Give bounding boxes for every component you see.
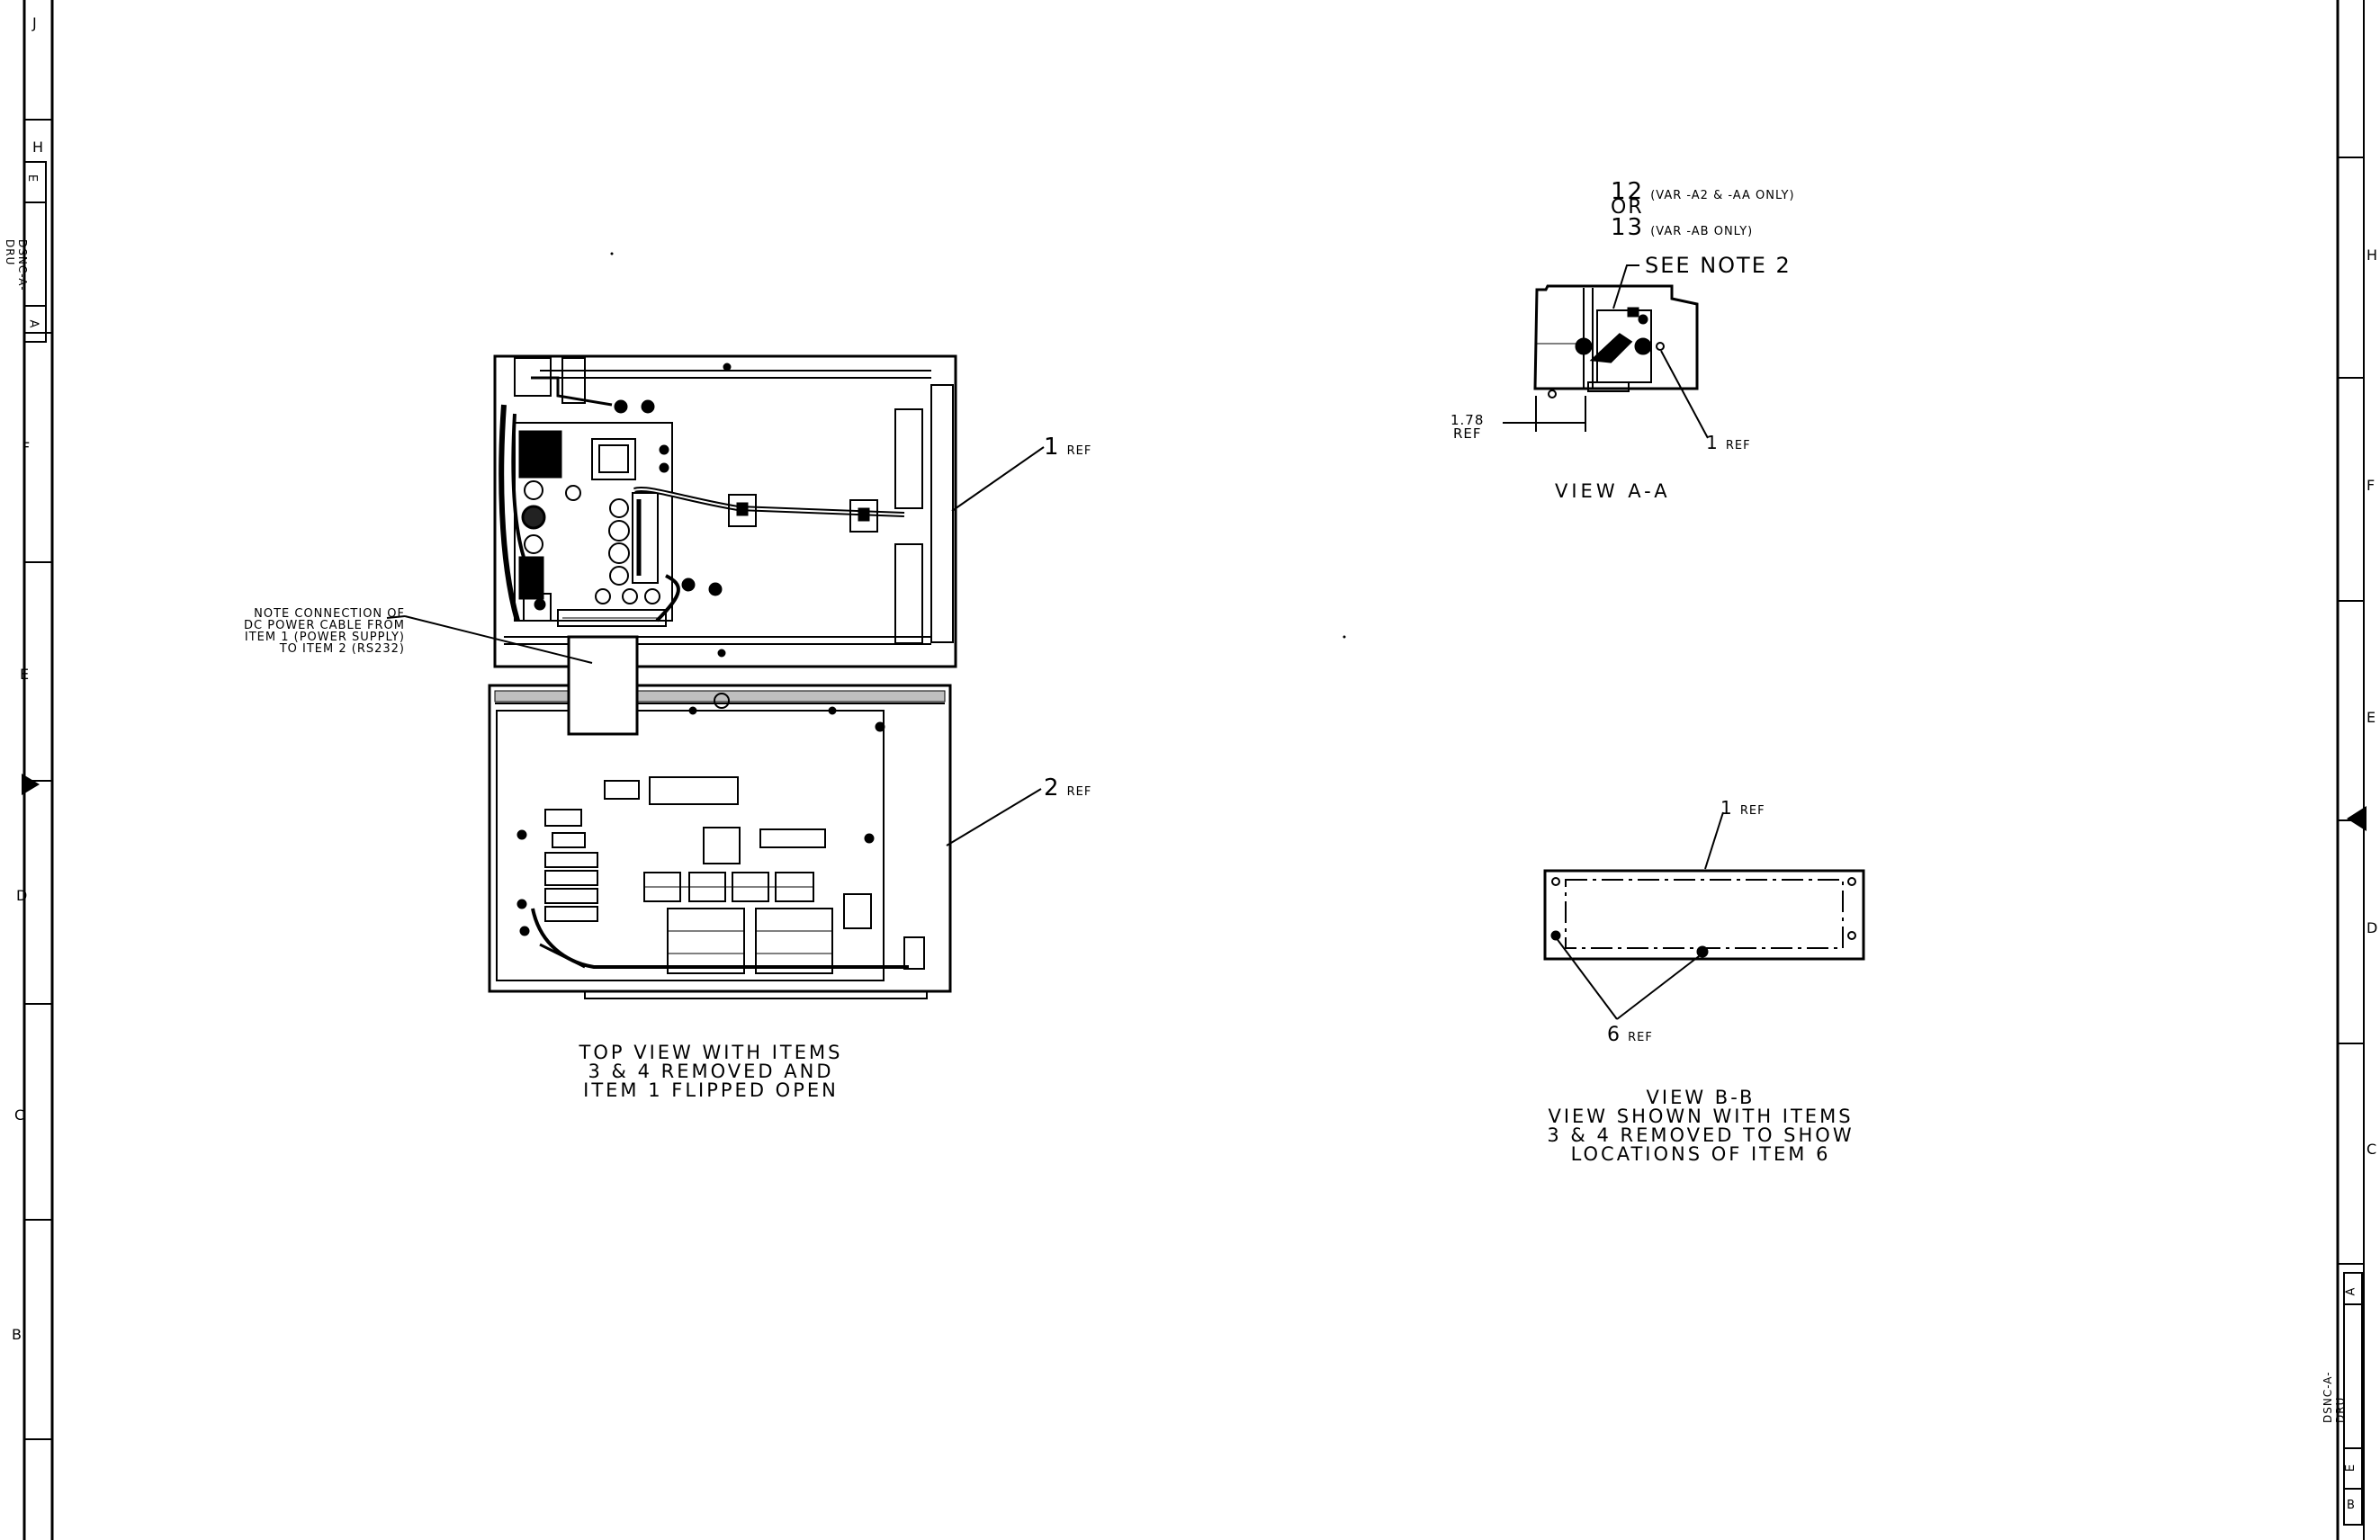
note-line: NOTE CONNECTION OF [254,607,405,621]
view-aa-ref-1-number: 1 [1706,432,1720,453]
view-bb-figure [1543,869,1865,961]
right-center-arrow [2347,806,2367,831]
or-label: OR [1611,196,1644,219]
item-13-callout: 13 (VAR -AB ONLY) [1611,216,1753,239]
caption-line: 3 & 4 REMOVED AND [588,1061,834,1082]
right-zone-letter: F [2367,477,2376,494]
ref-2-number: 2 [1044,774,1061,801]
left-zone-letter: F [22,439,31,456]
dimension-value: 1.78 [1450,412,1485,428]
power-cable-note: NOTE CONNECTION OF DC POWER CABLE FROM I… [153,608,405,655]
view-bb-ref-1-number: 1 [1720,797,1734,819]
caption-line: LOCATIONS OF ITEM 6 [1570,1143,1831,1165]
left-zone-letter: B [12,1326,22,1343]
ref-2-callout: 2 REF [1044,776,1091,800]
right-zone-letter: E [2367,709,2376,726]
ref-1-callout: 1 REF [1044,435,1091,459]
view-aa-leaders [1503,264,1709,439]
item-13-text: (VAR -AB ONLY) [1650,225,1754,238]
view-bb-ref-1-callout: 1 REF [1720,799,1765,817]
left-block-cell-3: A [26,319,40,329]
view-aa-ref-1-callout: 1 REF [1706,434,1751,452]
caption-line: 3 & 4 REMOVED TO SHOW [1547,1124,1855,1146]
ref-1-text: REF [1066,444,1092,458]
left-zone-letter: D [16,887,28,904]
item-2-rs232-board-assembly [488,635,952,999]
caption-line: ITEM 1 FLIPPED OPEN [583,1079,839,1101]
right-title-block: A DSNC-A-DRU E B [2322,1274,2361,1524]
caption-line: TOP VIEW WITH ITEMS [579,1042,843,1063]
view-bb-leaders [1555,811,1724,1020]
item-13-number: 13 [1611,214,1645,241]
view-bb-caption: VIEW B-B VIEW SHOWN WITH ITEMS 3 & 4 REM… [1512,1088,1890,1164]
item-12-callout: 12 (VAR -A2 & -AA ONLY) [1611,180,1795,203]
top-view-caption: TOP VIEW WITH ITEMS 3 & 4 REMOVED AND IT… [513,1043,909,1100]
left-zone-letter: E [20,666,30,683]
note-line: TO ITEM 2 (RS232) [279,642,405,656]
left-title-block: E DSNC-A-DRU A [4,165,44,339]
right-zone-letter: C [2367,1141,2377,1158]
note-leader-hook [386,615,406,619]
left-zone-letter: H [32,139,44,156]
view-aa-caption: VIEW A-A [1555,480,1671,502]
stray-dot [610,252,614,255]
right-block-cell-4: B [2347,1499,2356,1512]
left-zone-letter: C [14,1106,25,1124]
ref-1-number: 1 [1044,434,1061,461]
caption-line: VIEW SHOWN WITH ITEMS [1548,1106,1854,1127]
right-zone-letter: D [2367,919,2378,936]
stray-dot-2 [1343,635,1346,639]
item-12-number: 12 [1611,178,1645,205]
dimension-ref: REF [1452,425,1482,442]
view-bb-ref-1-text: REF [1739,804,1765,818]
view-aa-figure [1533,284,1699,398]
caption-line: VIEW B-B [1646,1087,1756,1108]
left-zone-letter: J [32,14,37,31]
right-zone-letter: H [2367,246,2378,264]
top-view-leaders [404,446,1045,846]
right-block-cell-2: DSNC-A-DRU [2322,1371,2347,1423]
ref-2-text: REF [1066,785,1092,799]
view-bb-ref-6-number: 6 [1607,1024,1621,1046]
left-center-arrow [22,774,40,795]
right-block-cell-3: A [2344,1286,2358,1296]
see-note-label: SEE NOTE 2 [1645,253,1792,278]
note-line: DC POWER CABLE FROM [244,619,405,632]
left-block-cell-2: DSNC-A-DRU [4,239,29,291]
view-bb-ref-6-callout: 6 REF [1607,1025,1653,1045]
dimension-callout: 1.78 REF [1450,414,1484,441]
item-12-text: (VAR -A2 & -AA ONLY) [1650,189,1795,202]
item-1-power-supply-assembly [493,354,957,668]
view-bb-ref-6-text: REF [1628,1031,1653,1044]
right-block-cell-1: E [2344,1463,2358,1473]
view-aa-ref-1-text: REF [1725,439,1751,452]
left-block-cell-1: E [25,174,40,184]
right-border [2336,0,2365,1540]
note-line: ITEM 1 (POWER SUPPLY) [244,631,405,644]
